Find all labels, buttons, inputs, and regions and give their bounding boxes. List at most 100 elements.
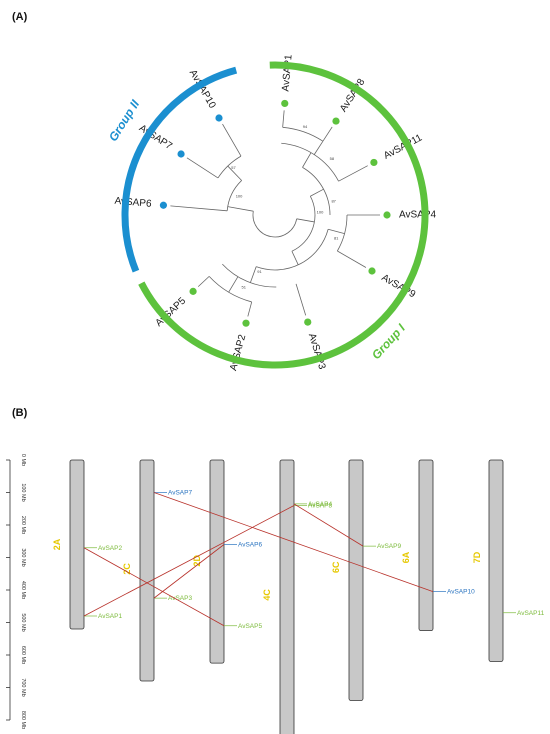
leaf-marker: [215, 114, 223, 122]
leaf-marker: [189, 287, 197, 295]
gene-label: AvSAP2: [98, 545, 122, 552]
duplication-link: [153, 544, 225, 599]
tree-branch: [227, 165, 242, 181]
leaf-marker: [304, 318, 312, 326]
chromosome-bar: [418, 459, 434, 632]
bootstrap-value: 94: [303, 124, 308, 129]
leaf-marker: [281, 99, 289, 108]
bootstrap-value: 81: [334, 236, 339, 241]
chromosome-label: 2D: [192, 555, 202, 567]
group-ii-arc: [121, 66, 238, 273]
leaf-marker: [332, 117, 340, 125]
tree-branch: [310, 188, 324, 197]
chromosome-label: 4C: [262, 589, 272, 601]
duplication-link: [293, 503, 364, 547]
gene-label: AvSAP10: [447, 589, 475, 596]
terminal-branch: [170, 205, 228, 212]
node-arc: [281, 142, 339, 182]
tree-branch: [328, 228, 345, 235]
bootstrap-value: 51: [242, 285, 247, 290]
leaf-marker: [370, 158, 378, 167]
node-arc: [302, 167, 331, 216]
scale-tick-label: 500 Mb: [20, 613, 26, 631]
terminal-branch: [338, 165, 368, 182]
bootstrap-value: 100: [236, 193, 243, 198]
group-ii-label: Group II: [106, 97, 143, 144]
node-arc: [222, 263, 277, 288]
leaf-marker: [242, 319, 250, 327]
leaf-marker: [177, 150, 185, 158]
duplication-link: [83, 547, 225, 627]
node-arc: [291, 196, 316, 252]
chromosome-label: 7D: [472, 551, 482, 563]
gene-label: AvSAP3: [168, 595, 192, 602]
gene-label: AvSAP6: [238, 542, 262, 549]
gene-label: AvSAP8: [308, 503, 332, 510]
chromosome-map: 0 Mb 100 Mb 200 Mb 300 Mb 400 Mb 500 Mb 600 Mb…: [6, 454, 545, 734]
bootstrap-value: 91: [257, 269, 262, 274]
node-arc: [282, 126, 324, 142]
gene-label: AvSAP11: [517, 610, 545, 617]
terminal-branch: [282, 110, 285, 128]
root-node-arc: [252, 211, 298, 238]
chromosome-label: 2A: [52, 538, 62, 550]
tree-branch: [228, 276, 239, 293]
node-arc: [226, 180, 242, 211]
node-arc: [256, 229, 329, 271]
node-arc: [337, 214, 348, 252]
chromosome-bar: [488, 459, 504, 662]
terminal-branch: [295, 283, 307, 316]
scale-tick-label: 300 Mb: [20, 548, 26, 566]
scale-tick-label: 200 Mb: [20, 516, 26, 534]
terminal-branch: [186, 157, 219, 179]
panel-a-label: (A): [12, 11, 28, 23]
bootstrap-value: 100: [317, 209, 324, 214]
scale-tick-label: 600 Mb: [20, 646, 26, 664]
leaf-label: AvSAP6: [114, 196, 152, 210]
chromosome-label: 2C: [122, 563, 132, 575]
terminal-branch: [247, 301, 253, 317]
gene-label: AvSAP9: [377, 543, 401, 550]
phylogenetic-tree: 94588710081519110057AvSAP1AvSAP8AvSAP11A…: [106, 54, 437, 372]
gene-label: AvSAP4: [308, 501, 332, 508]
gene-label: AvSAP5: [238, 623, 262, 630]
bootstrap-value: 57: [231, 165, 236, 170]
group-i-arc: [138, 61, 429, 369]
terminal-branch: [197, 276, 210, 287]
leaf-label: AvSAP1: [280, 54, 294, 92]
leaf-label: AvSAP3: [306, 332, 327, 371]
tree-branch: [227, 206, 254, 212]
terminal-branch: [337, 250, 367, 268]
tree-branch: [249, 266, 257, 283]
scale-tick-label: 0 Mb: [20, 454, 26, 466]
tree-branch: [291, 251, 299, 266]
tree-branch: [302, 152, 312, 168]
terminal-branch: [222, 123, 242, 157]
chromosome-label: 6A: [401, 551, 411, 563]
chromosome-bar: [348, 459, 364, 701]
chromosome-bar: [69, 459, 85, 630]
node-arc: [217, 155, 242, 179]
leaf-marker: [368, 267, 376, 275]
scale-tick-label: 800 Mb: [20, 711, 26, 729]
chromosome-label: 6C: [331, 561, 341, 573]
gene-label: AvSAP1: [98, 613, 122, 620]
scale-tick-label: 700 Mb: [20, 678, 26, 696]
duplication-link: [83, 505, 295, 617]
chromosome-bar: [209, 459, 225, 664]
tree-branch: [313, 140, 324, 155]
bootstrap-value: 87: [331, 199, 336, 204]
scale-tick-label: 400 Mb: [20, 581, 26, 599]
leaf-marker: [383, 211, 391, 219]
chromosome-bar: [279, 459, 295, 734]
node-arc: [208, 276, 252, 303]
leaf-label: AvSAP4: [399, 210, 436, 221]
scale-tick-label: 100 Mb: [20, 483, 26, 501]
duplication-link: [153, 492, 434, 593]
leaf-label: AvSAP2: [228, 333, 248, 372]
gene-label: AvSAP7: [168, 490, 192, 497]
terminal-branch: [322, 126, 333, 142]
bootstrap-value: 58: [330, 156, 335, 161]
leaf-marker: [159, 201, 168, 209]
